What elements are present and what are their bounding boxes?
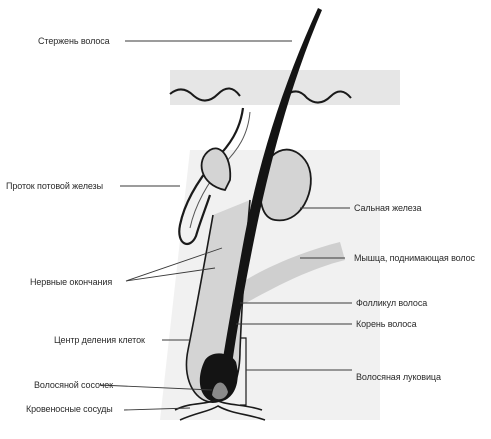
label-follicle: Фолликул волоса [356,298,427,309]
label-cell-division-center: Центр деления клеток [54,335,145,346]
label-hair-papilla: Волосяной сосочек [34,380,113,391]
label-arrector-muscle: Мышца, поднимающая волос [354,253,475,264]
label-hair-bulb: Волосяная луковица [356,372,441,383]
label-hair-root: Корень волоса [356,319,416,330]
label-nerve-endings: Нервные окончания [30,277,112,288]
label-hair-shaft: Стержень волоса [38,36,110,47]
label-blood-vessels: Кровеносные сосуды [26,404,113,415]
label-sebaceous-gland: Сальная железа [354,203,421,214]
label-sweat-duct: Проток потовой железы [6,181,103,192]
